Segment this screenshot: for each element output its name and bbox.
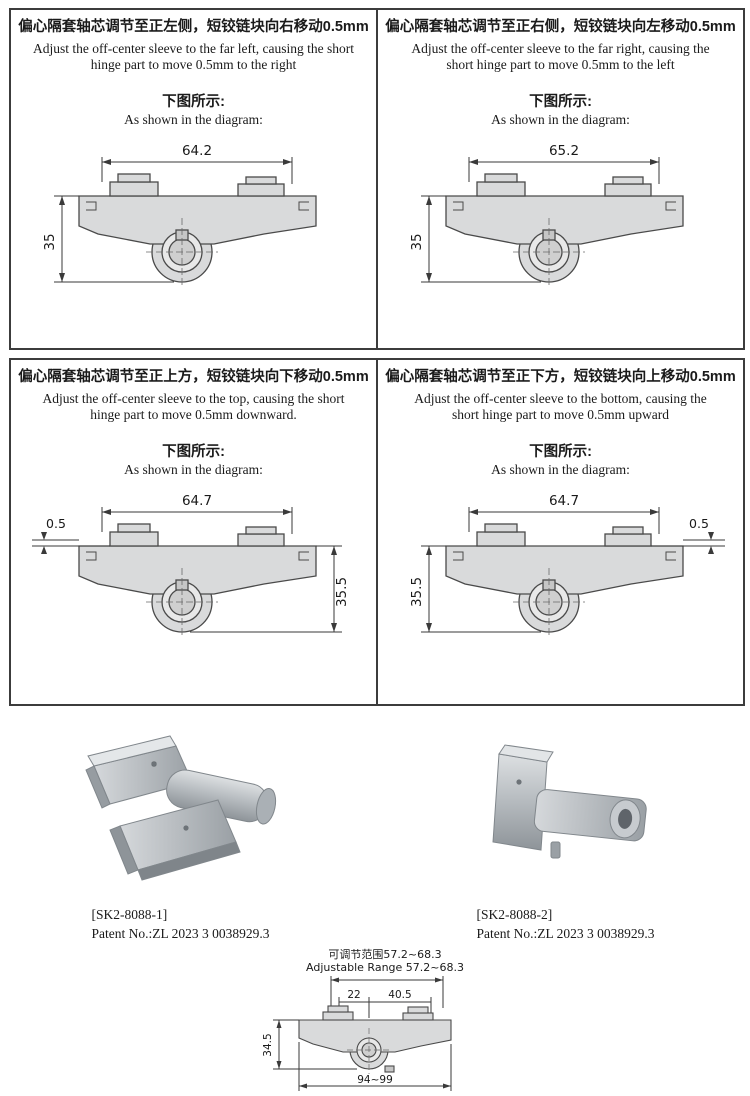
hinge-diagram-container: 64.2 35: [24, 132, 364, 339]
instruction-section-up-down: 偏心隔套轴芯调节至正上方，短铰链块向下移动0.5mm Adjust the of…: [9, 358, 745, 706]
height-dimension-left: 35.5: [409, 545, 541, 633]
height-dimension-left: 35: [42, 195, 174, 283]
width-dimension-lines: [468, 157, 659, 185]
product-model: [SK2-8088-2]: [476, 907, 553, 922]
dim-side-label: 34.5: [262, 1033, 274, 1056]
dim-width-label: 64.7: [548, 493, 578, 509]
dim-b-label: 40.5: [388, 989, 411, 1001]
center-lines: [512, 568, 585, 639]
diagram-caption-cn: 下图所示:: [162, 444, 225, 461]
adjustable-range-drawing-block: 可调节范围57.2~68.3 Adjustable Range 57.2~68.…: [0, 948, 750, 1096]
range-label-cn: 可调节范围57.2~68.3: [328, 948, 441, 961]
product-sk2-8088-2: [SK2-8088-2] Patent No.:ZL 2023 3 003892…: [443, 724, 693, 944]
product-patent: Patent No.:ZL 2023 3 0038929.3: [91, 925, 270, 941]
center-lines: [145, 218, 218, 289]
hinge-profile: [444, 523, 684, 633]
diagram-caption-en: As shown in the diagram:: [124, 112, 263, 128]
hinge-cross-section-diagram: 64.7 35.5: [31, 493, 350, 639]
panel-title-cn: 偏心隔套轴芯调节至正左侧，短铰链块向右移动0.5mm: [18, 19, 369, 35]
panel-title-en: Adjust the off-center sleeve to the top,…: [42, 390, 345, 423]
hinge-cross-section-diagram: 65.2 35: [409, 143, 684, 289]
panel-title-cn: 偏心隔套轴芯调节至正右侧，短铰链块向左移动0.5mm: [385, 19, 736, 35]
panel-title-cn: 偏心隔套轴芯调节至正上方，短铰链块向下移动0.5mm: [18, 369, 369, 385]
width-dimension-lines: [468, 507, 659, 535]
hinge-diagram-container: 64.7 35.5: [24, 482, 364, 689]
dim-width-label: 64.2: [181, 143, 211, 159]
product-photo-sk2-8088-2: [491, 744, 647, 859]
diagram-caption-en: As shown in the diagram:: [491, 462, 630, 478]
center-lines: [512, 218, 585, 289]
profile-slot-details: [85, 201, 309, 211]
panel-title-en: Adjust the off-center sleeve to the far …: [32, 40, 354, 73]
dim-height-label: 35: [409, 234, 425, 251]
panel-title-en: Adjust the off-center sleeve to the bott…: [414, 390, 707, 423]
instruction-section-left-right: 偏心隔套轴芯调节至正左侧，短铰链块向右移动0.5mm Adjust the of…: [9, 8, 745, 350]
profile-slot-details: [452, 201, 676, 211]
dim-width-label: 64.7: [181, 493, 211, 509]
diagram-caption-en: As shown in the diagram:: [491, 112, 630, 128]
profile-slot-details: [85, 551, 309, 561]
panel-adjust-bottom: 偏心隔套轴芯调节至正下方，短铰链块向上移动0.5mm Adjust the of…: [376, 360, 743, 704]
panel-adjust-far-left: 偏心隔套轴芯调节至正左侧，短铰链块向右移动0.5mm Adjust the of…: [11, 10, 376, 348]
product-photo-sk2-8088-1: [84, 735, 276, 881]
dim-a-label: 22: [347, 989, 360, 1001]
hinge-cross-section-diagram: 64.7 35.5: [409, 493, 725, 639]
profile-slot-details: [452, 551, 676, 561]
hinge-profile: [444, 173, 684, 283]
dim-offset-label: 0.5: [46, 516, 66, 531]
height-dimension-right: 35.5: [189, 545, 350, 633]
dim-offset-label: 0.5: [689, 516, 709, 531]
offset-dimension-left: 0.5: [31, 516, 110, 555]
hinge-profile: [77, 173, 317, 283]
panel-title-en: Adjust the off-center sleeve to the far …: [411, 40, 710, 73]
diagram-caption-cn: 下图所示:: [162, 94, 225, 111]
hinge-diagram-container: 65.2 35: [391, 132, 731, 339]
mini-hinge-profile: [298, 1005, 452, 1073]
width-dimension-lines: [101, 507, 292, 535]
panel-title-cn: 偏心隔套轴芯调节至正下方，短铰链块向上移动0.5mm: [385, 369, 736, 385]
product-sk2-8088-1: [SK2-8088-1] Patent No.:ZL 2023 3 003892…: [58, 724, 328, 944]
diagram-caption-en: As shown in the diagram:: [124, 462, 263, 478]
offset-dimension-right: 0.5: [650, 516, 725, 555]
panel-adjust-far-right: 偏心隔套轴芯调节至正右侧，短铰链块向左移动0.5mm Adjust the of…: [376, 10, 743, 348]
product-patent: Patent No.:ZL 2023 3 0038929.3: [476, 925, 655, 941]
hinge-cross-section-diagram: 64.2 35: [42, 143, 317, 289]
diagram-caption-cn: 下图所示:: [529, 444, 592, 461]
dim-height-label: 35.5: [334, 577, 350, 607]
range-label-en: Adjustable Range 57.2~68.3: [306, 961, 464, 974]
dim-height-label: 35.5: [409, 577, 425, 607]
product-model: [SK2-8088-1]: [91, 907, 168, 922]
dim-height-label: 35: [42, 234, 58, 251]
width-dimension-lines: [101, 157, 292, 185]
adjustable-range-drawing: 可调节范围57.2~68.3 Adjustable Range 57.2~68.…: [262, 948, 464, 1091]
hinge-profile: [77, 523, 317, 633]
dim-bottom-label: 94~99: [357, 1074, 393, 1086]
dim-width-label: 65.2: [548, 143, 578, 159]
product-photos-row: [SK2-8088-1] Patent No.:ZL 2023 3 003892…: [0, 724, 750, 944]
diagram-caption-cn: 下图所示:: [529, 94, 592, 111]
center-lines: [145, 568, 218, 639]
hinge-diagram-container: 64.7 35.5: [391, 482, 731, 689]
height-dimension-left: 35: [409, 195, 541, 283]
panel-adjust-top: 偏心隔套轴芯调节至正上方，短铰链块向下移动0.5mm Adjust the of…: [11, 360, 376, 704]
